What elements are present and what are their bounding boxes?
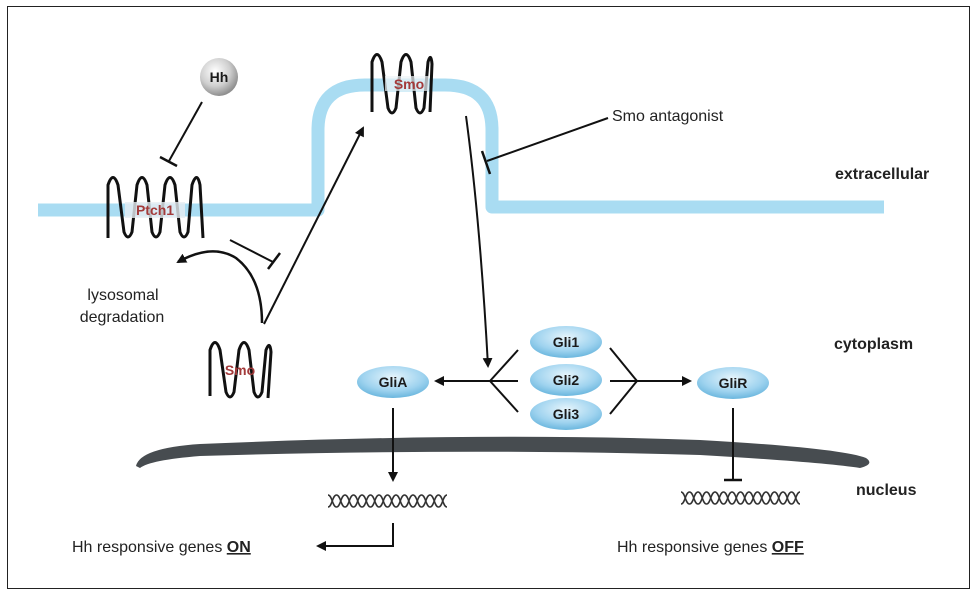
smo-internal: Smo bbox=[208, 341, 273, 399]
glia-activator: GliA bbox=[357, 366, 429, 398]
genes-off-label: Hh responsive genes OFF bbox=[617, 539, 804, 556]
svg-text:GliR: GliR bbox=[719, 375, 748, 391]
genes-on-arrow bbox=[316, 523, 394, 551]
hh-ligand: Hh bbox=[200, 58, 238, 96]
smo-antagonist-label: Smo antagonist bbox=[612, 108, 724, 125]
ptch1-label: Ptch1 bbox=[136, 202, 174, 218]
extracellular-label: extracellular bbox=[835, 166, 929, 183]
dna-helix-off bbox=[680, 491, 801, 505]
svg-text:Gli2: Gli2 bbox=[553, 372, 580, 388]
dna-strand bbox=[680, 491, 801, 505]
svg-text:Gli1: Gli1 bbox=[553, 334, 580, 350]
antagonist-line bbox=[486, 117, 609, 162]
ptch1-receptor: Ptch1 bbox=[106, 176, 205, 239]
degradation-label-line2: degradation bbox=[80, 309, 165, 326]
cytoplasm-label: cytoplasm bbox=[834, 336, 913, 353]
genes-on-label: Hh responsive genes ON bbox=[72, 539, 251, 556]
gli-to-glir-converge bbox=[609, 347, 692, 415]
degradation-arrow bbox=[176, 250, 264, 324]
smo-membrane: Smo bbox=[370, 53, 434, 115]
nucleus-label: nucleus bbox=[856, 482, 917, 499]
degradation-label-line1: lysosomal bbox=[87, 287, 158, 304]
gli2: Gli2 bbox=[530, 364, 602, 396]
svg-text:GliA: GliA bbox=[379, 374, 408, 390]
dna-strand bbox=[327, 494, 448, 508]
gli-to-glia-converge bbox=[434, 349, 519, 413]
smo-membrane-label: Smo bbox=[394, 76, 424, 92]
gli1: Gli1 bbox=[530, 326, 602, 358]
smo-signal-arrow bbox=[465, 115, 493, 368]
inhibition-bar bbox=[159, 155, 178, 168]
inhibition-bar bbox=[480, 150, 492, 175]
dna-strand bbox=[327, 494, 448, 508]
smo-internal-label: Smo bbox=[225, 362, 255, 378]
glir-repressor: GliR bbox=[697, 367, 769, 399]
gli3: Gli3 bbox=[530, 398, 602, 430]
hh-label: Hh bbox=[210, 69, 229, 85]
dna-strand bbox=[680, 491, 801, 505]
dna-helix-on bbox=[327, 494, 448, 508]
ptch1-inhibits-smo bbox=[229, 239, 274, 263]
smo-translocation-arrow bbox=[263, 126, 364, 325]
genes-on-state: ON bbox=[227, 539, 251, 556]
svg-text:Gli3: Gli3 bbox=[553, 406, 580, 422]
inhibition-bar bbox=[267, 252, 281, 270]
hh-inhibits-ptch1 bbox=[168, 101, 203, 162]
nuclear-envelope bbox=[136, 436, 870, 468]
genes-off-state: OFF bbox=[772, 539, 804, 556]
